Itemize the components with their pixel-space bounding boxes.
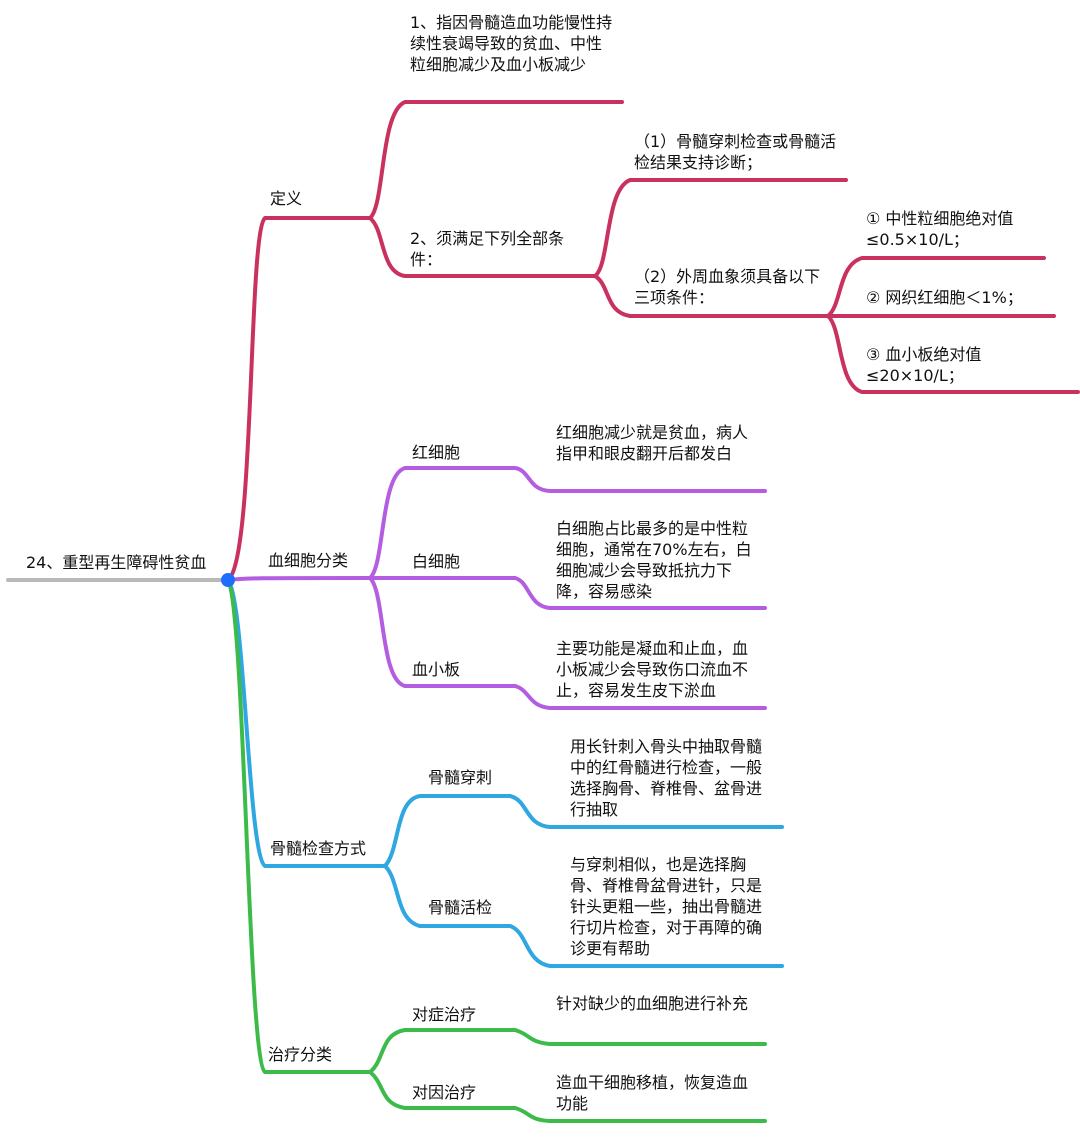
- def-sub1: ① 中性粒细胞绝对值≤0.5×10/L；: [866, 209, 1014, 249]
- edge-marrow-puncture-desc: [508, 794, 784, 829]
- branch-treatment: 治疗分类: [268, 1045, 333, 1064]
- edge-def-item1: [368, 100, 624, 220]
- treat-symptomatic-label: 对症治疗: [412, 1005, 477, 1024]
- marrow-biopsy-desc: 与穿刺相似，也是选择胸骨、脊椎骨盆骨进针，只是针头更粗一些，抽出骨髓进行切片检查…: [570, 855, 763, 958]
- edge-blood-red: [368, 466, 517, 580]
- branch-marrow-exam: 骨髓检查方式: [270, 839, 367, 858]
- edge-def-cond2: [593, 274, 830, 318]
- root-center-dot: [221, 573, 235, 587]
- edge-treatment: [226, 578, 372, 1074]
- edge-blood-red-desc: [513, 466, 767, 493]
- def-item1: 1、指因骨髓造血功能慢性持续性衰竭导致的贫血、中性粒细胞减少及血小板减少: [410, 13, 613, 74]
- edge-def-item2: [368, 216, 597, 278]
- edge-blood-white-desc: [513, 576, 767, 610]
- branch-definition: 定义: [270, 189, 303, 208]
- branch-blood-cells: 血细胞分类: [268, 551, 349, 570]
- blood-white-label: 白细胞: [412, 552, 461, 571]
- blood-red-desc: 红细胞减少就是贫血，病人指甲和眼皮翻开后都发白: [556, 423, 749, 463]
- edge-def-cond1: [593, 178, 848, 278]
- edge-treat-causal: [368, 1070, 517, 1110]
- edge-def-sub1: [826, 256, 1046, 318]
- edge-blood-platelet-desc: [513, 684, 767, 710]
- edge-marrow-puncture: [383, 794, 512, 868]
- edge-treat-causal-desc: [513, 1106, 767, 1123]
- blood-platelet-desc: 主要功能是凝血和止血，血小板减少会导致伤口流血不止，容易发生皮下淤血: [556, 639, 749, 700]
- treat-causal-desc: 造血干细胞移植，恢复造血功能: [556, 1073, 749, 1113]
- treat-causal-label: 对因治疗: [412, 1083, 477, 1102]
- treat-symptomatic-desc: 针对缺少的血细胞进行补充: [556, 994, 749, 1013]
- def-sub3: ③ 血小板绝对值≤20×10/L；: [866, 345, 982, 385]
- blood-white-desc: 白细胞占比最多的是中性粒细胞，通常在70%左右，白细胞减少会导致抵抗力下降，容易…: [556, 519, 752, 601]
- def-cond1: （1）骨髓穿刺检查或骨髓活检结果支持诊断；: [634, 132, 837, 172]
- edge-treat-symptomatic-desc: [513, 1028, 767, 1046]
- edge-definition: [226, 216, 372, 582]
- edge-marrow: [226, 578, 387, 868]
- edge-marrow-biopsy-desc: [508, 924, 784, 968]
- blood-platelet-label: 血小板: [412, 660, 461, 679]
- edge-blood: [226, 576, 372, 582]
- root-title: 24、重型再生障碍性贫血: [26, 553, 207, 572]
- edge-marrow-biopsy: [383, 864, 512, 928]
- edge-def-sub3: [826, 314, 1080, 394]
- def-item2: 2、须满足下列全部条件：: [410, 229, 565, 269]
- marrow-biopsy-label: 骨髓活检: [428, 898, 493, 917]
- marrow-puncture-label: 骨髓穿刺: [428, 768, 493, 787]
- edge-blood-platelet: [368, 576, 517, 688]
- blood-red-label: 红细胞: [412, 443, 461, 462]
- marrow-puncture-desc: 用长针刺入骨头中抽取骨髓中的红骨髓进行检查，一般选择胸骨、脊椎骨、盆骨进行抽取: [570, 737, 763, 819]
- def-sub2: ② 网织红细胞＜1%；: [866, 288, 1023, 307]
- def-cond2: （2）外周血象须具备以下三项条件：: [634, 267, 821, 307]
- edge-treat-symptomatic: [368, 1028, 517, 1074]
